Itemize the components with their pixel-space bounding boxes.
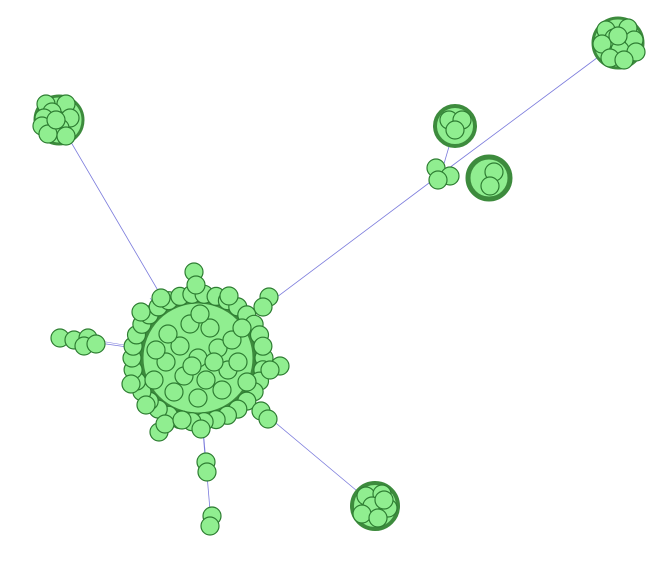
- node-hub[interactable]: [253, 336, 273, 356]
- node-top-left[interactable]: [46, 110, 66, 130]
- node-mid-right-b[interactable]: [480, 176, 500, 196]
- node-hub[interactable]: [237, 372, 257, 392]
- node-hub[interactable]: [200, 318, 220, 338]
- node-left-chain[interactable]: [86, 334, 106, 354]
- node-hub[interactable]: [253, 297, 273, 317]
- node-hub[interactable]: [155, 414, 175, 434]
- node-hub[interactable]: [212, 380, 232, 400]
- node-hub[interactable]: [136, 395, 156, 415]
- node-top-right[interactable]: [614, 50, 634, 70]
- node-hub[interactable]: [158, 324, 178, 344]
- node-top-right[interactable]: [608, 26, 628, 46]
- node-hub[interactable]: [172, 410, 192, 430]
- nodes-layer: [32, 18, 646, 536]
- edge-mid-right-link-top-right: [440, 42, 618, 175]
- node-hub[interactable]: [170, 336, 190, 356]
- node-bottom-chain[interactable]: [200, 516, 220, 536]
- node-hub[interactable]: [258, 409, 278, 429]
- node-hub[interactable]: [232, 318, 252, 338]
- node-top-left[interactable]: [56, 126, 76, 146]
- node-hub[interactable]: [190, 304, 210, 324]
- node-bottom-right[interactable]: [352, 504, 372, 524]
- node-mid-right-a[interactable]: [445, 120, 465, 140]
- node-hub[interactable]: [182, 356, 202, 376]
- node-mid-right-link[interactable]: [428, 170, 448, 190]
- node-hub[interactable]: [204, 352, 224, 372]
- node-hub[interactable]: [191, 419, 211, 439]
- node-hub[interactable]: [131, 302, 151, 322]
- node-hub[interactable]: [121, 374, 141, 394]
- node-hub[interactable]: [196, 370, 216, 390]
- node-bottom-chain[interactable]: [197, 462, 217, 482]
- node-bottom-right[interactable]: [368, 508, 388, 528]
- node-bottom-right[interactable]: [374, 490, 394, 510]
- node-hub[interactable]: [164, 382, 184, 402]
- node-hub[interactable]: [188, 388, 208, 408]
- edges-layer: [57, 42, 618, 523]
- node-hub[interactable]: [151, 288, 171, 308]
- node-hub[interactable]: [186, 275, 206, 295]
- node-hub[interactable]: [228, 352, 248, 372]
- node-hub[interactable]: [219, 286, 239, 306]
- node-hub[interactable]: [144, 370, 164, 390]
- node-hub[interactable]: [260, 360, 280, 380]
- node-hub[interactable]: [146, 340, 166, 360]
- cluster-rings-layer: [33, 16, 645, 531]
